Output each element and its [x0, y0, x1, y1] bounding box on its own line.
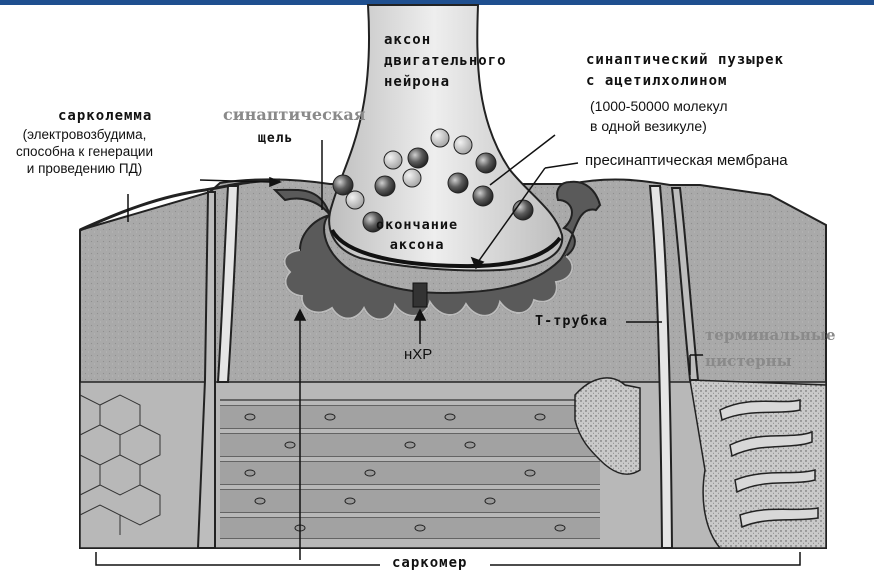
label-sarcolemma: сарколемма — [58, 108, 152, 125]
label-terminal-cisterns: терминальные цистерны — [705, 322, 836, 374]
label-vesicle: синаптический пузырек с ацетилхолином — [586, 50, 784, 92]
label-axon-ending: окончание аксона — [376, 215, 458, 255]
label-sarcomere: саркомер — [392, 555, 467, 572]
label-nachr: нХР — [404, 346, 432, 363]
label-synaptic-cleft: синаптическая — [223, 106, 366, 123]
label-axon: аксон двигательного нейрона — [384, 30, 507, 93]
label-cleft-word: щель — [258, 130, 293, 147]
myofibril-bands — [220, 406, 600, 538]
label-molecules: (1000-50000 молекул в одной везикуле) — [590, 96, 728, 136]
label-sarcolemma-desc: (электровозбудима, способна к генерации … — [16, 126, 153, 177]
label-presynaptic-membrane: пресинаптическая мембрана — [585, 152, 788, 169]
label-t-tubule: Т-трубка — [535, 313, 608, 330]
nachr-receptor — [413, 283, 427, 307]
